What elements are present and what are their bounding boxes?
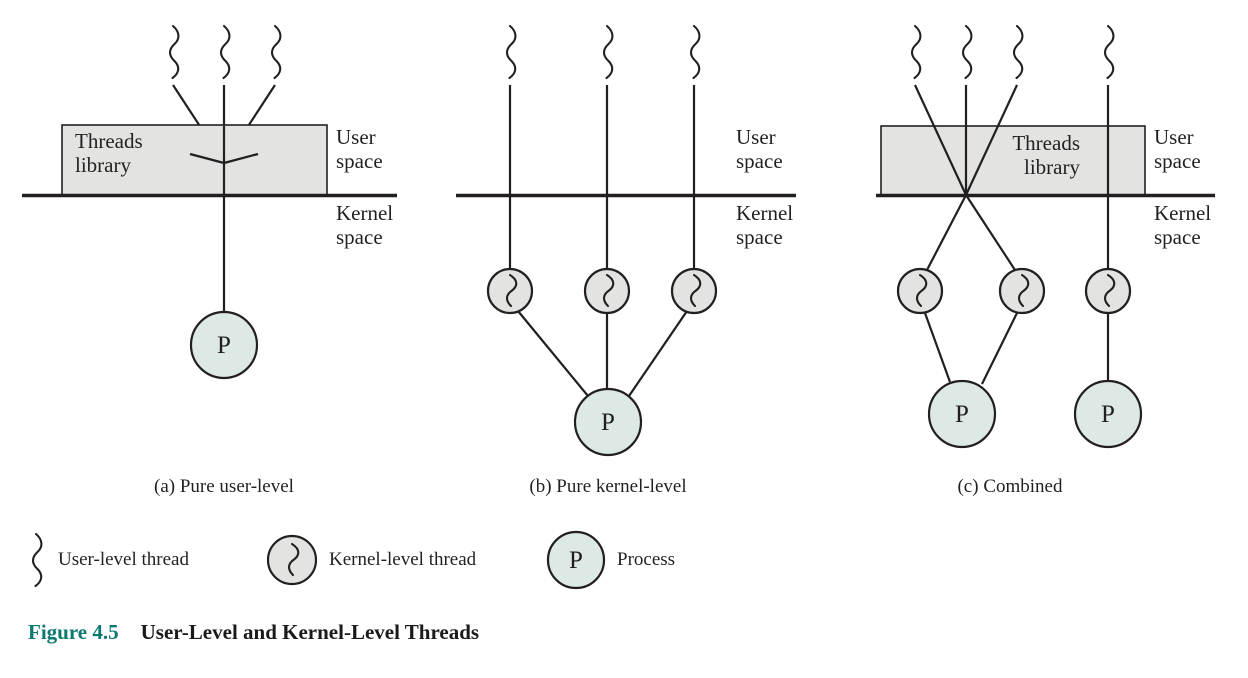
user-space-label: User space [336,125,383,174]
panel-b-graphics [456,24,796,457]
squiggle-icon [910,24,922,80]
squiggle-icon [270,24,282,80]
user-space-label: User space [1154,125,1201,174]
process-glyph: P [955,401,969,428]
kernel-space-label: Kernel space [1154,201,1211,250]
kernel-thread-circle-icon [896,267,944,315]
process-circle-icon [189,310,259,380]
kernel-thread-circle-icon [998,267,1046,315]
squiggle-icon [168,24,180,80]
figure-title: User-Level and Kernel-Level Threads [140,620,480,644]
threads-library-box [880,125,1146,196]
kernel-space-line2: space [1154,225,1201,250]
panel-b-subcaption: (b) Pure kernel-level [529,476,687,497]
threads-library-label: Threads library [75,129,205,178]
legend-graphics [31,530,606,590]
squiggle-icon [1103,24,1115,80]
figure-number: Figure 4.5 [28,620,119,644]
kernel-space-line1: Kernel [336,201,394,225]
user-space-line2: space [1154,149,1201,174]
user-space-line2: space [336,149,383,174]
user-space-line2: space [736,149,783,174]
squiggle-icon [31,532,43,588]
threads-library-box [61,124,328,196]
squiggle-icon [961,24,973,80]
figure-caption: Figure 4.5 User-Level and Kernel-Level Th… [28,620,479,645]
threads-library-line2: library [75,153,131,178]
process-glyph: P [601,409,615,436]
panel-c-subcaption: (c) Combined [957,476,1063,497]
kernel-thread-circle-icon [1084,267,1132,315]
kernel-thread-link [923,312,952,383]
legend-label-user-level-thread: User-level thread [58,549,189,570]
kernel-thread-link [628,310,688,397]
process-circle-icon [573,387,643,457]
squiggle-icon [602,24,614,80]
user-space-line1: User [736,125,776,149]
panel-a-graphics [22,24,397,380]
legend-process-glyph: P [569,547,583,574]
kernel-thread-circle-icon [266,534,318,586]
kernel-space-line2: space [736,225,783,250]
user-thread-line [914,84,967,196]
panel-c-graphics [876,24,1215,449]
legend-label-process: Process [617,549,676,570]
kernel-space-line2: space [336,225,383,250]
process-glyph: P [217,332,231,359]
kernel-thread-link [517,310,589,397]
squiggle-icon [1012,24,1024,80]
kernel-space-label: Kernel space [736,201,793,250]
threads-library-label: Threads library [960,131,1080,180]
kernel-thread-link [965,194,1016,271]
threads-library-line1: Threads [75,129,143,153]
legend-label-kernel-level-thread: Kernel-level thread [329,549,477,570]
user-thread-line [965,84,1018,196]
kernel-thread-circle-icon [670,267,718,315]
squiggle-icon [219,24,231,80]
squiggle-icon [689,24,701,80]
process-circle-icon [1073,379,1143,449]
kernel-thread-link [981,312,1018,385]
process-glyph: P [1101,401,1115,428]
kernel-thread-circle-icon [486,267,534,315]
kernel-thread-circle-icon [583,267,631,315]
threads-library-line1: Threads [1012,131,1080,155]
process-circle-icon [927,379,997,449]
kernel-space-line1: Kernel [736,201,794,225]
kernel-space-label: Kernel space [336,201,393,250]
user-space-label: User space [736,125,783,174]
panel-a-subcaption: (a) Pure user-level [154,476,294,497]
user-space-line1: User [1154,125,1194,149]
threads-library-line2: library [1024,155,1080,180]
squiggle-icon [505,24,517,80]
process-circle-icon [546,530,606,590]
kernel-thread-link [926,194,967,271]
user-space-line1: User [336,125,376,149]
kernel-space-line1: Kernel [1154,201,1212,225]
